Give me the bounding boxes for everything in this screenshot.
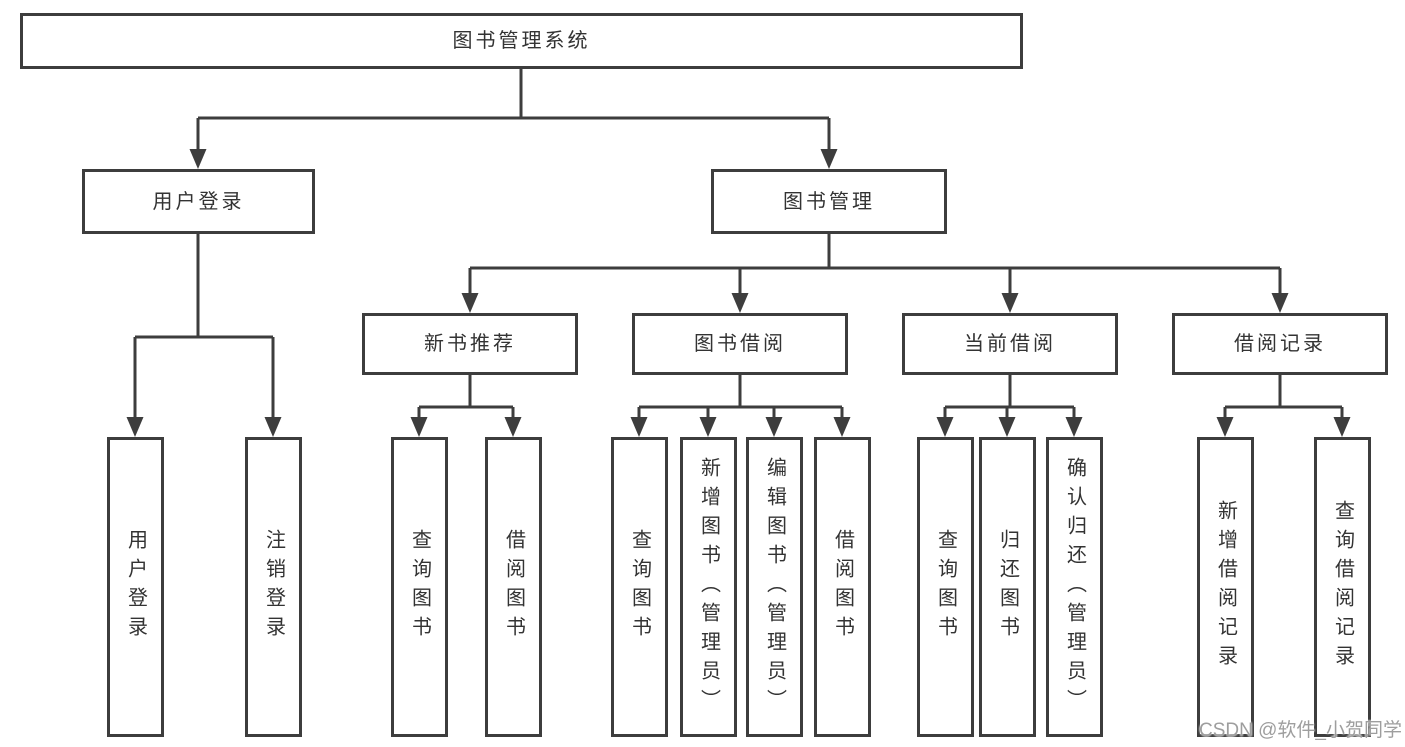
leaf-borrow-book: 借阅图书 [485,437,542,737]
arrow-down-icon [1333,417,1351,437]
arrow-down-icon [504,417,522,437]
branch-user-login-to-leaves [126,234,282,437]
leaf-borrow-book: 借阅图书 [814,437,871,737]
leaf-return-book: 归还图书 [979,437,1036,737]
node-book-borrow: 图书借阅 [632,313,848,375]
branch-current-borrow-to-leaves [936,375,1083,437]
branch-book-borrow-to-leaves [630,375,851,437]
node-user-login-label: 用户登录 [152,190,245,213]
node-library-management-system-label: 图书管理系统 [452,30,591,52]
leaf-query-books-label: 查询图书 [628,529,651,645]
arrow-down-icon [410,417,428,437]
leaf-return-book-label: 归还图书 [996,529,1019,645]
arrow-down-icon [126,417,144,437]
branch-root-to-level2 [189,69,838,169]
leaf-confirm-return-admin-label: 确认归还（管理员） [1063,456,1086,718]
node-book-management-label: 图书管理 [783,190,875,213]
arrow-down-icon [699,417,717,437]
arrow-down-icon [833,417,851,437]
arrow-down-icon [936,417,954,437]
leaf-query-borrow-record: 查询借阅记录 [1314,437,1371,737]
leaf-edit-book-admin: 编辑图书（管理员） [746,437,803,737]
arrow-down-icon [461,293,479,313]
leaf-confirm-return-admin: 确认归还（管理员） [1046,437,1103,737]
leaf-logout: 注销登录 [245,437,302,737]
arrow-down-icon [189,149,207,169]
leaf-query-books: 查询图书 [611,437,668,737]
leaf-logout-label: 注销登录 [262,529,285,645]
leaf-user-login-label: 用户登录 [124,529,147,645]
leaf-query-books-label: 查询图书 [934,529,957,645]
arrow-down-icon [1271,293,1289,313]
leaf-add-book-admin-label: 新增图书（管理员） [697,456,720,718]
leaf-query-books: 查询图书 [917,437,974,737]
leaf-query-books: 查询图书 [391,437,448,737]
node-current-borrow-label: 当前借阅 [964,333,1056,355]
node-book-borrow-label: 图书借阅 [694,333,786,355]
leaf-query-borrow-record-label: 查询借阅记录 [1331,500,1354,674]
arrow-down-icon [1065,417,1083,437]
arrow-down-icon [630,417,648,437]
node-user-login: 用户登录 [82,169,315,234]
arrow-down-icon [1001,293,1019,313]
leaf-borrow-book-label: 借阅图书 [831,529,854,645]
leaf-add-borrow-record: 新增借阅记录 [1197,437,1254,737]
node-borrow-records-label: 借阅记录 [1234,333,1326,355]
arrow-down-icon [998,417,1016,437]
leaf-query-books-label: 查询图书 [408,529,431,645]
arrow-down-icon [765,417,783,437]
node-borrow-records: 借阅记录 [1172,313,1388,375]
leaf-user-login: 用户登录 [107,437,164,737]
branch-book-management-to-level3 [461,234,1289,313]
arrow-down-icon [731,293,749,313]
leaf-borrow-book-label: 借阅图书 [502,529,525,645]
branch-new-book-recommend-to-leaves [410,375,522,437]
arrow-down-icon [1216,417,1234,437]
node-new-book-recommend: 新书推荐 [362,313,578,375]
node-current-borrow: 当前借阅 [902,313,1118,375]
node-book-management: 图书管理 [711,169,947,234]
watermark: CSDN @软件_小贺同学 [1199,720,1402,741]
branch-borrow-records-to-leaves [1216,375,1351,437]
node-new-book-recommend-label: 新书推荐 [424,333,516,355]
arrow-down-icon [264,417,282,437]
arrow-down-icon [820,149,838,169]
leaf-edit-book-admin-label: 编辑图书（管理员） [763,456,786,718]
leaf-add-book-admin: 新增图书（管理员） [680,437,737,737]
leaf-add-borrow-record-label: 新增借阅记录 [1214,500,1237,674]
node-library-management-system: 图书管理系统 [20,13,1023,69]
